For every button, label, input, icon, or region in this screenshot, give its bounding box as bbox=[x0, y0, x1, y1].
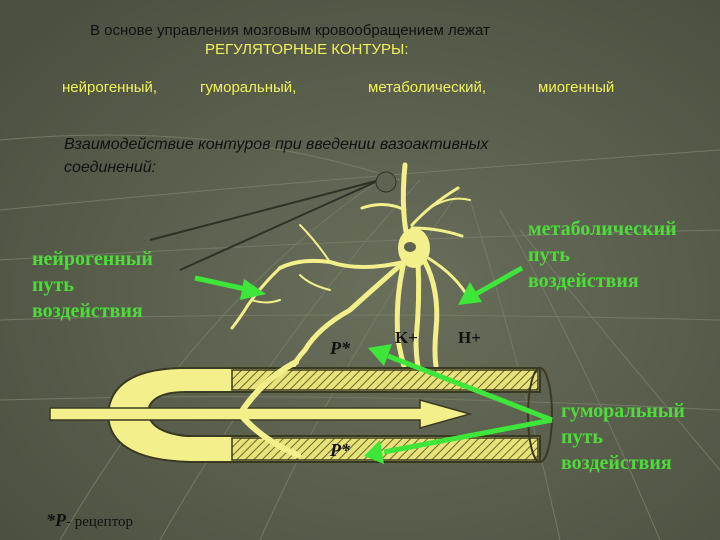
contour-myogenic: миогенный bbox=[538, 79, 615, 96]
hydrogen-ion-label: H+ bbox=[458, 328, 481, 347]
neurogenic-line-3: воздействия bbox=[32, 300, 143, 322]
metabolic-path-label: метаболический путь воздействия bbox=[528, 216, 677, 294]
header-line-2: РЕГУЛЯТОРНЫЕ КОНТУРЫ: bbox=[205, 41, 409, 58]
background-node bbox=[375, 171, 397, 193]
receptor-bottom-label: P* bbox=[330, 440, 350, 460]
humoral-line-2: путь bbox=[561, 426, 603, 448]
vessel-opening bbox=[527, 367, 553, 463]
humoral-line-1: гуморальный bbox=[561, 400, 685, 422]
contour-neurogenic: нейрогенный, bbox=[62, 79, 158, 96]
arrow-humoral-bottom bbox=[364, 417, 553, 464]
metabolic-line-1: метаболический bbox=[528, 218, 677, 240]
humoral-line-3: воздействия bbox=[561, 452, 672, 474]
subtitle-line-1: Взаимодействие контуров при введении ваз… bbox=[64, 136, 489, 153]
subtitle-line-2: соединений: bbox=[64, 159, 157, 176]
background-ray bbox=[149, 179, 381, 271]
humoral-path-label: гуморальный путь воздействия bbox=[561, 398, 685, 476]
contour-humoral: гуморальный, bbox=[200, 79, 297, 96]
flow-branches bbox=[237, 359, 301, 458]
potassium-ion-label: K+ bbox=[395, 328, 418, 347]
contour-metabolic: метаболический, bbox=[368, 79, 487, 96]
header-line-1: В основе управления мозговым кровообраще… bbox=[90, 22, 490, 39]
neuron-nucleus bbox=[404, 242, 416, 252]
neurogenic-path-label: нейрогенный путь воздействия bbox=[32, 246, 153, 324]
footnote-symbol: *P bbox=[46, 510, 66, 530]
footnote: *P- рецептор bbox=[46, 510, 133, 531]
green-arrows bbox=[194, 265, 553, 464]
arrow-metabolic bbox=[458, 265, 524, 305]
metabolic-line-2: путь bbox=[528, 244, 570, 266]
receptor-top-label: P* bbox=[330, 338, 350, 358]
vessel-wall-bottom bbox=[231, 437, 539, 461]
metabolic-line-3: воздействия bbox=[528, 270, 639, 292]
arrow-neurogenic bbox=[194, 275, 266, 300]
blood-flow-arrow bbox=[49, 399, 473, 429]
neurogenic-line-1: нейрогенный bbox=[32, 248, 153, 270]
arrow-humoral-top bbox=[368, 344, 553, 423]
neurogenic-line-2: путь bbox=[32, 274, 74, 296]
footnote-text: - рецептор bbox=[66, 514, 133, 530]
neuron-processes bbox=[230, 162, 472, 371]
